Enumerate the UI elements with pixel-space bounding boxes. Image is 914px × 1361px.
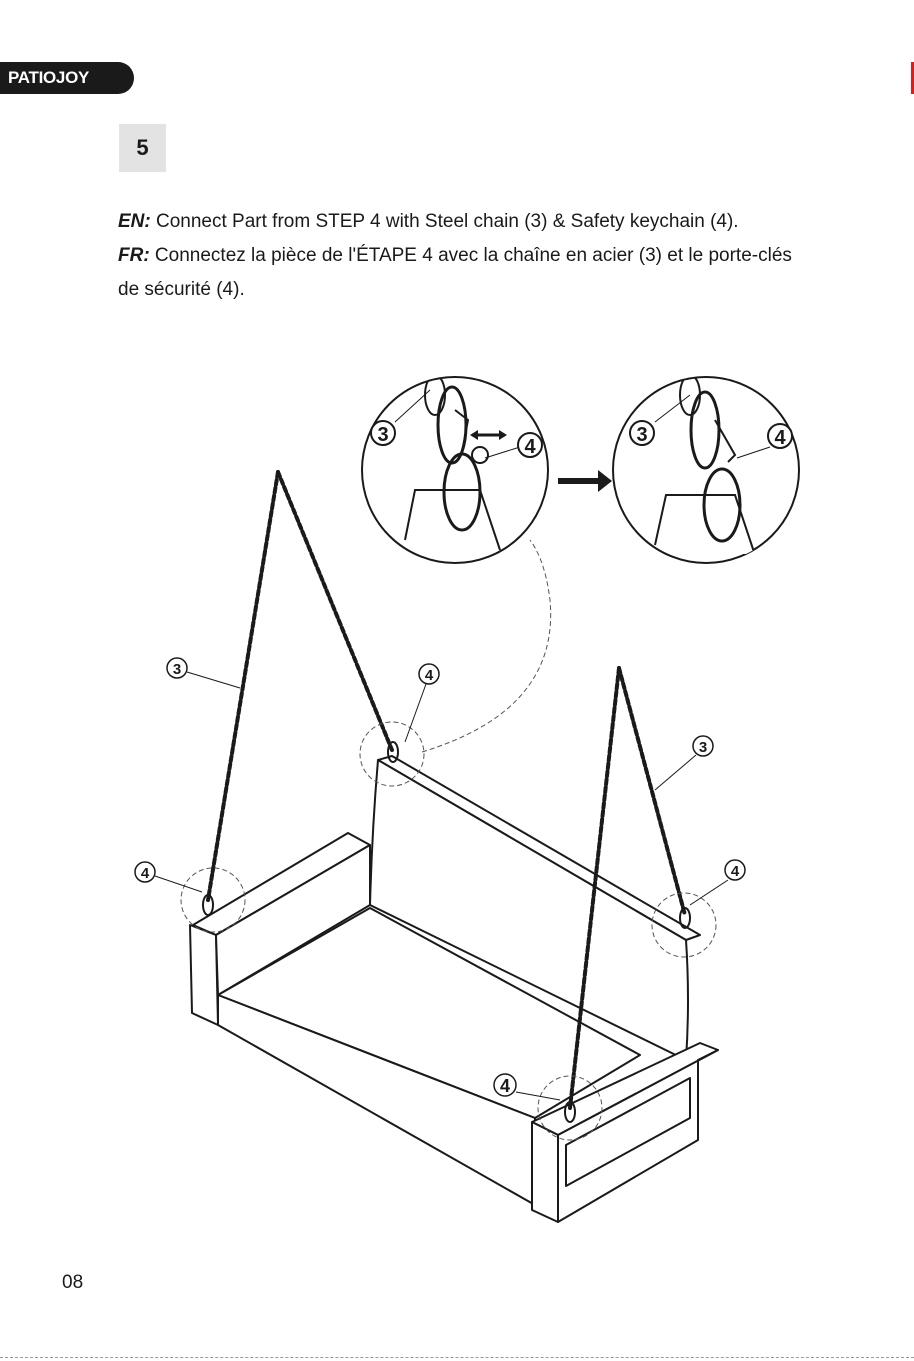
transition-arrow (558, 470, 612, 492)
porch-swing-seat (190, 756, 718, 1222)
callout-keychain-left-text: 4 (141, 865, 150, 882)
steel-chain-left-a (208, 472, 278, 900)
callout-chain-left-text: 3 (173, 661, 181, 678)
callout-keychain-left: 4 (135, 862, 155, 882)
callout-chain-right-text: 3 (699, 739, 707, 756)
callout-keychain-front: 4 (494, 1074, 516, 1096)
steel-chain-right-b (619, 668, 685, 915)
callout-keychain-detail-b: 4 (768, 424, 792, 449)
swing-right-arm-front (532, 1122, 558, 1222)
page-number: 08 (62, 1272, 83, 1294)
bottom-rule (0, 1357, 914, 1358)
detail-after (613, 375, 799, 563)
callout-chain-detail-b: 3 (630, 421, 654, 446)
callout-chain-detail-a-text: 3 (377, 424, 388, 446)
callout-keychain-top-text: 4 (425, 667, 434, 684)
detail-leader-curve (422, 540, 551, 752)
callout-chain-detail-a: 3 (371, 421, 395, 446)
callout-keychain-detail-a-text: 4 (524, 436, 536, 458)
callout-keychain-right: 4 (725, 860, 745, 880)
callout-chain-left: 3 (167, 658, 187, 678)
callout-keychain-detail-a: 4 (518, 433, 542, 458)
swing-left-arm-front (190, 925, 218, 1025)
callout-keychain-right-text: 4 (731, 863, 740, 880)
detail-before (362, 375, 548, 563)
callout-keychain-top: 4 (419, 664, 439, 684)
callout-keychain-detail-b-text: 4 (774, 427, 786, 449)
callout-chain-detail-b-text: 3 (636, 424, 647, 446)
callout-chain-right: 3 (693, 736, 713, 756)
callout-keychain-front-text: 4 (500, 1076, 510, 1096)
